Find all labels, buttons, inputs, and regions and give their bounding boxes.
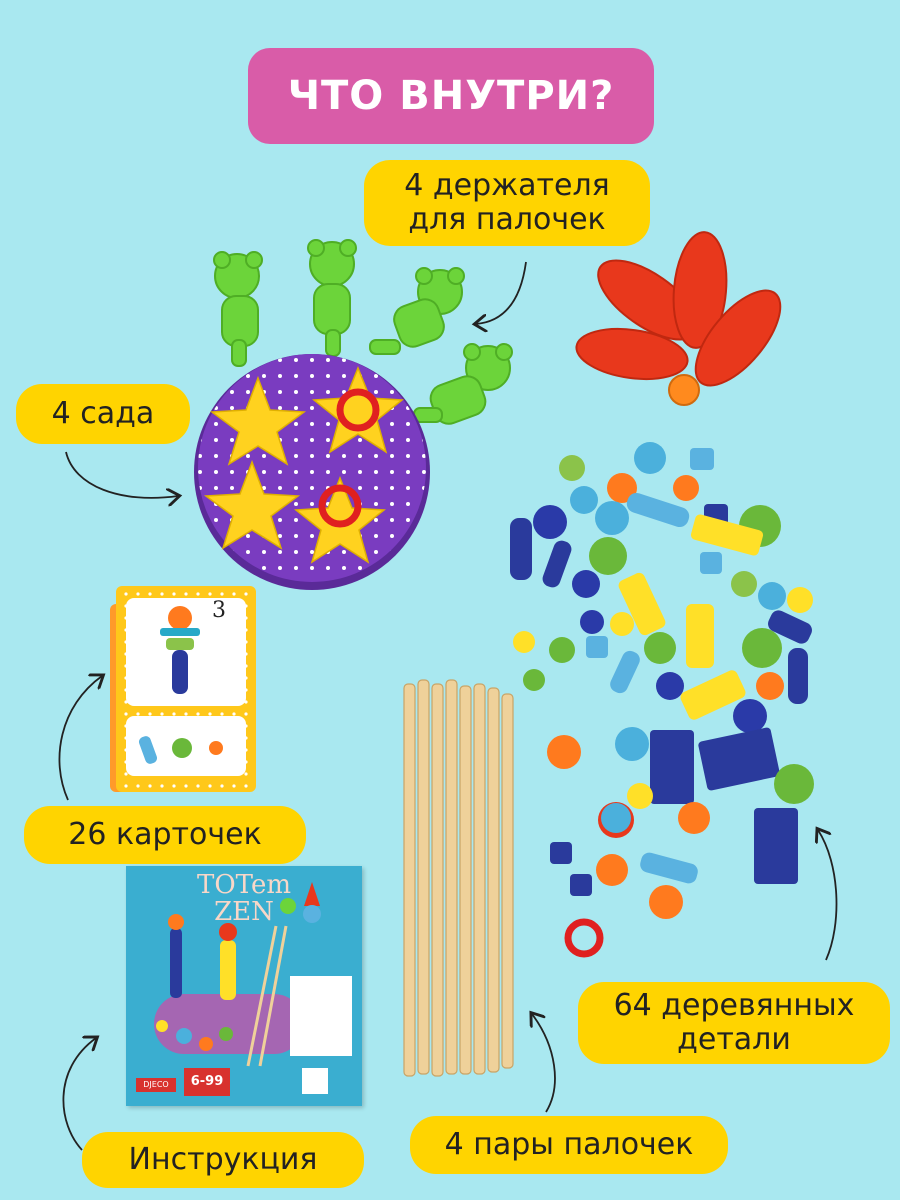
- bead-icon: [634, 442, 666, 474]
- bead-icon: [626, 492, 690, 528]
- card-number: 3: [212, 598, 226, 623]
- bear-icon: [413, 343, 513, 425]
- bead-icon: [580, 610, 604, 634]
- box-artwork: [154, 882, 352, 1094]
- brand-badge: DJECO: [136, 1078, 176, 1092]
- bead-icon: [668, 374, 700, 406]
- bead-icon: [523, 669, 545, 691]
- bead-icon: [513, 631, 535, 653]
- bead-icon: [533, 505, 567, 539]
- box-title-line2: ZEN: [214, 897, 274, 928]
- bead-icon: [774, 764, 814, 804]
- bear-holders: [213, 239, 513, 425]
- bead-icon: [742, 628, 782, 668]
- wooden-parts-label: 64 деревянных детали: [578, 982, 890, 1064]
- page-title: ЧТО ВНУТРИ?: [248, 48, 654, 144]
- arrow-icon: [62, 1038, 96, 1151]
- petals: [575, 231, 782, 406]
- bead-icon: [678, 802, 710, 834]
- bead-icon: [601, 803, 631, 833]
- bear-icon: [307, 239, 357, 357]
- bead-icon: [733, 699, 767, 733]
- bead-icon: [787, 587, 813, 613]
- bead-icon: [756, 672, 784, 700]
- arrow-icon: [58, 676, 102, 801]
- age-badge: 6-99: [184, 1068, 230, 1096]
- parts-label-line2: детали: [677, 1022, 791, 1057]
- bead-icon: [607, 473, 637, 503]
- petal-icon: [575, 327, 689, 381]
- petal-icon: [672, 231, 728, 349]
- bead-icon: [788, 648, 808, 704]
- bead-icon: [640, 852, 698, 884]
- bead-icon: [758, 582, 786, 610]
- garden-disc: [194, 354, 430, 590]
- bead-icon: [700, 552, 722, 574]
- arrow-icon: [818, 830, 838, 961]
- bead-icon: [610, 650, 640, 694]
- bead-icon: [542, 540, 572, 588]
- bead-icon: [547, 735, 581, 769]
- bead-icon: [649, 885, 683, 919]
- bead-icon: [656, 672, 684, 700]
- pointer-arrows: [58, 261, 838, 1151]
- bead-icon: [650, 730, 694, 804]
- bead-icon: [698, 727, 780, 791]
- bead-icon: [589, 537, 627, 575]
- wooden-parts: [510, 442, 814, 958]
- instruction-box: TOTem ZEN DJECO 6-99: [126, 866, 362, 1106]
- gardens-label: 4 сада: [16, 384, 190, 444]
- star-icon: [294, 475, 386, 564]
- bead-icon: [595, 501, 629, 535]
- sticks-label: 4 пары палочек: [410, 1116, 728, 1174]
- arrow-icon: [532, 1014, 556, 1113]
- bead-icon: [618, 572, 666, 636]
- bead-icon: [627, 783, 653, 809]
- bead-icon: [570, 874, 592, 896]
- bead-icon: [686, 604, 714, 668]
- arrow-icon: [476, 261, 527, 324]
- bead-icon: [596, 854, 628, 886]
- holders-label-line2: для палочек: [408, 202, 606, 237]
- bead-icon: [731, 571, 757, 597]
- bead-icon: [586, 636, 608, 658]
- box-title-line1: TOTem: [196, 870, 292, 900]
- bear-icon: [369, 267, 465, 355]
- ring-icon: [336, 388, 380, 432]
- bead-icon: [559, 455, 585, 481]
- box-title: TOTem ZEN: [126, 870, 362, 928]
- arrow-icon: [65, 451, 178, 498]
- bead-icon: [615, 727, 649, 761]
- holders-label-line1: 4 держателя: [404, 167, 610, 203]
- manual-label: Инструкция: [82, 1132, 364, 1188]
- star-icon: [312, 365, 404, 454]
- bead-icon: [680, 670, 746, 720]
- chopsticks: [403, 679, 514, 1077]
- bead-icon: [644, 632, 676, 664]
- instruction-cards: [110, 586, 256, 792]
- bead-icon: [572, 570, 600, 598]
- bead-icon: [673, 475, 699, 501]
- bead-icon: [570, 486, 598, 514]
- bead-icon: [510, 518, 532, 580]
- star-icon: [203, 459, 301, 550]
- holders-label: 4 держателя для палочек: [364, 160, 650, 246]
- ring-icon: [564, 918, 604, 958]
- bead-icon: [768, 610, 812, 644]
- bead-icon: [690, 514, 764, 556]
- bead-icon: [550, 842, 572, 864]
- bear-icon: [213, 251, 263, 367]
- bead-icon: [690, 448, 714, 470]
- bead-icon: [610, 612, 634, 636]
- star-icon: [209, 375, 307, 466]
- petal-icon: [694, 289, 782, 387]
- bead-icon: [549, 637, 575, 663]
- ring-icon: [318, 484, 362, 528]
- cards-label: 26 карточек: [24, 806, 306, 864]
- bead-icon: [754, 808, 798, 884]
- parts-label-line1: 64 деревянных: [613, 987, 855, 1023]
